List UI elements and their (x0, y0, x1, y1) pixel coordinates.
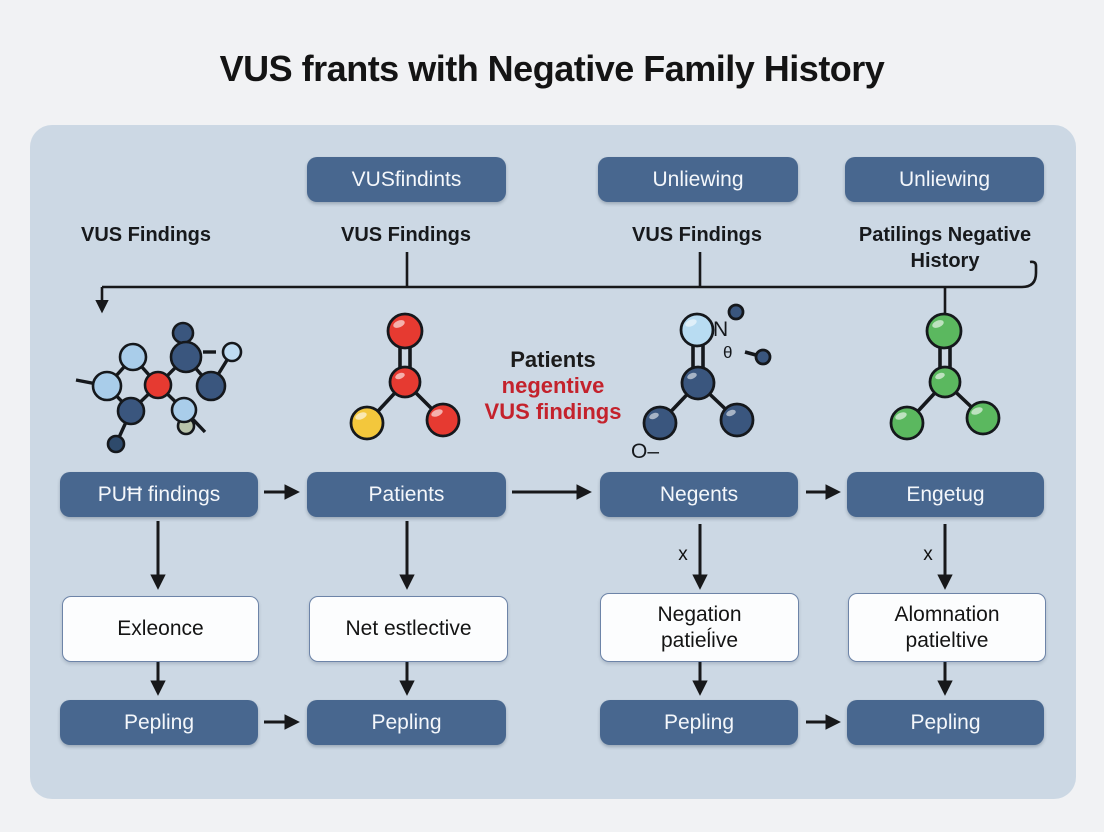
column-label-1: VUS Findings (81, 224, 211, 246)
node-label: Engetug (906, 482, 985, 506)
node-vusfindints: VUSfindints (307, 157, 506, 202)
page-title: VUS frants with Negative Family History (219, 48, 885, 89)
center-note: Patients negentive VUS findings (478, 347, 628, 425)
node-label: PUĦ findings (97, 482, 221, 506)
node-puh-findings: PUĦ findings (60, 472, 258, 517)
molecule-green (889, 312, 1001, 441)
node-label: VUSfindints (351, 167, 462, 191)
node-label: Pepling (123, 710, 195, 734)
node-unliewing-1: Unliewing (598, 157, 798, 202)
atom-label-o: O– (631, 440, 659, 463)
node-label: Pepling (663, 710, 735, 734)
x-mark-col4: x (923, 544, 933, 565)
node-unliewing-2: Unliewing (845, 157, 1044, 202)
node-pepling-4: Pepling (847, 700, 1044, 745)
center-note-line1: Patients (510, 347, 596, 372)
molecule-ring-cluster (75, 321, 243, 454)
result-box-exleonce: Exleonce (62, 596, 259, 662)
node-pepling-2: Pepling (307, 700, 506, 745)
node-label: Pepling (910, 710, 981, 734)
x-mark-col3: x (678, 544, 688, 565)
molecule-red-yellow (349, 312, 461, 441)
molecule-dark-blue: N θ O– (631, 303, 772, 463)
node-label: Pepling (371, 710, 442, 734)
node-pepling-3: Pepling (600, 700, 798, 745)
result-box-alomnation: Alomnation patieltive (848, 593, 1046, 662)
column-label-3: VUS Findings (632, 224, 762, 246)
node-label: Patients (368, 482, 445, 506)
node-engetug: Engetug (847, 472, 1044, 517)
atom-label-theta: θ (723, 343, 732, 362)
node-pepling-1: Pepling (60, 700, 258, 745)
center-note-line3: VUS findings (484, 399, 622, 424)
node-negents: Negents (600, 472, 798, 517)
column-label-4: Patilings Negative History (858, 224, 1032, 272)
node-label: Unliewing (898, 167, 991, 191)
result-box-net-estlective: Net estlective (309, 596, 508, 662)
diagram-panel (30, 125, 1076, 799)
atom-label-n: N (713, 318, 728, 341)
result-box-negation: Negation patieĺive (600, 593, 799, 662)
node-label: Unliewing (652, 167, 744, 191)
node-label: Negents (659, 482, 739, 506)
node-patients: Patients (307, 472, 506, 517)
column-label-2: VUS Findings (341, 224, 471, 246)
center-note-line2: negentive (501, 373, 605, 398)
